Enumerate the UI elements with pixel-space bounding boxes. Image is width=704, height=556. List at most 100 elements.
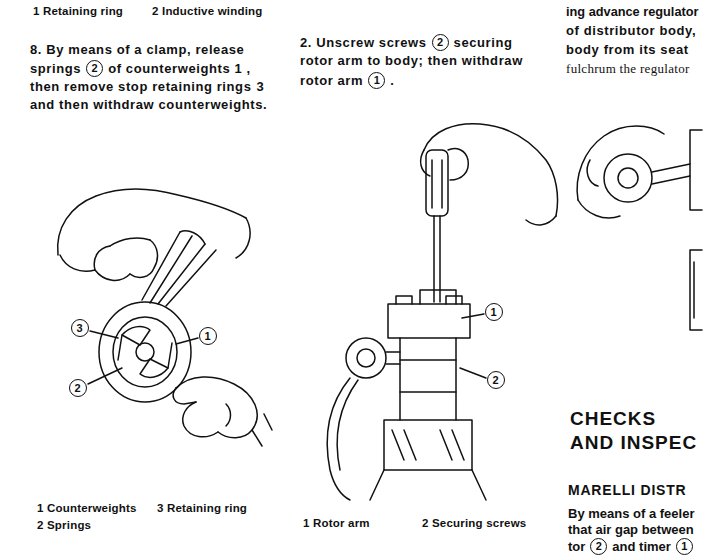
drawing-stroke [618,168,638,188]
callout-number: 1 [199,327,217,345]
body-text: of distributor body, [566,23,696,39]
drawing-stroke [587,160,598,186]
drawing-stroke [357,349,375,367]
caption: 1 Rotor arm [303,516,370,530]
drawing-stroke [384,420,472,470]
drawing-stroke [693,262,695,318]
text-line: 2 Springs [37,518,91,532]
subheading: MARELLI DISTR [568,482,687,499]
text-line: 3 Retaining ring [157,501,247,515]
body-text: 8. By means of a clamp, release [30,42,244,58]
callout-number: 2 [432,34,449,51]
text-line: of distributor body, [566,23,696,39]
callout-number: 2 [86,60,103,77]
body-text: By means of a feeler [568,506,694,522]
caption: 2 Springs [37,518,91,532]
drawing-stroke [94,246,110,270]
leader-line [88,368,122,384]
section-heading: CHECKS [570,408,656,430]
leader-line [90,331,118,338]
drawing-stroke [432,160,442,208]
callout-number: 1 [368,72,385,89]
body-text: fulchrum the regulator [566,61,690,77]
drawing-stroke [388,304,470,338]
callout-number: 1 [485,303,503,321]
drawing-stroke [577,126,664,200]
body-text: rotor arm to body; then withdraw [300,53,523,69]
text-line: AND INSPEC [570,432,697,454]
body-text: and timer [612,539,671,555]
callout-number: 2 [487,371,505,389]
leader-line [460,368,486,378]
text-line: MARELLI DISTR [568,482,687,499]
leader-line [462,314,484,318]
drawing-stroke [110,238,150,246]
caption: 1 Retaining ring [33,4,123,18]
drawing-stroke [448,148,468,180]
body-text: securing [454,35,513,51]
advance-regulator-figure [577,126,702,330]
body-text: springs [30,61,81,77]
drawing-stroke [166,250,216,306]
drawing-stroke [236,218,250,258]
body-text: 2. Unscrew screws [300,35,427,51]
body-text: and then withdraw counterweights. [30,97,267,113]
caption: 2 Inductive winding [152,4,263,18]
leader-line [176,338,198,344]
drawing-stroke [176,377,257,438]
drawing-stroke [183,402,218,437]
drawing-stroke [400,338,456,420]
drawing-stroke [140,359,168,377]
drawing-stroke [690,130,702,210]
text-line: 8. By means of a clamp, release [30,42,244,58]
body-text: 3 [256,79,264,95]
counterweight-removal-figure [58,189,272,446]
callout-number: 2 [590,538,607,555]
body-text: of counterweights 1 , [108,61,251,77]
text-line: 1 Counterweights [37,501,137,515]
drawing-stroke [370,470,486,500]
drawing-stroke [578,200,620,218]
text-line: 2 Securing screws [422,516,526,530]
body-text: then remove stop retaining rings [30,79,251,95]
drawing-stroke [122,327,150,345]
drawing-stroke [142,232,180,300]
drawing-stroke [337,380,358,470]
text-line: 1 Retaining ring [33,4,123,18]
text-line: 2. Unscrew screws 2 securing [300,34,513,51]
body-text: . [390,73,394,89]
drawing-stroke [400,360,456,392]
text-line: body from its seat [566,42,689,58]
drawing-stroke [58,189,246,255]
text-line: rotor arm to body; then withdraw [300,53,523,69]
body-text: body from its seat [566,42,689,58]
text-line: springs 2 of counterweights 1 , [30,60,251,77]
callout-number: 1 [676,538,693,555]
drawing-stroke [604,154,652,202]
callout-number: 2 [69,379,87,397]
caption: 3 Retaining ring [157,501,247,515]
text-line: 1 Rotor arm [303,516,370,530]
drawing-stroke [226,404,231,426]
drawing-stroke [426,150,448,216]
drawing-stroke [526,216,556,225]
drawing-stroke [652,164,690,184]
drawing-stroke [158,244,205,304]
drawing-stroke [392,430,464,460]
drawing-stroke [173,388,196,404]
drawing-stroke [130,240,157,277]
drawing-stroke [180,231,205,244]
text-line: 2 Inductive winding [152,4,263,18]
drawing-stroke [420,290,456,304]
text-line: then remove stop retaining rings 3 [30,79,264,95]
text-line: and then withdraw counterweights. [30,97,267,113]
text-line: By means of a feeler [568,506,694,522]
drawing-stroke [327,378,350,500]
drawing-stroke [396,296,462,304]
caption: 1 Counterweights [37,501,137,515]
drawing-stroke [346,338,386,378]
drawing-stroke [113,317,177,387]
text-line: CHECKS [570,408,656,430]
body-text: tor [568,539,585,555]
